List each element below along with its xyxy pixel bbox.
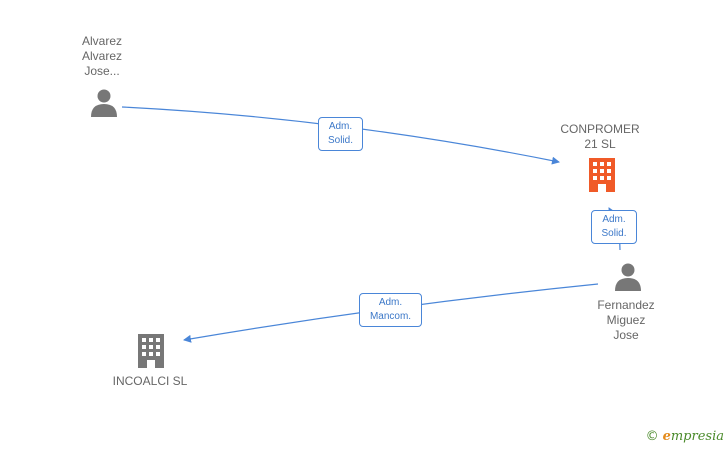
edge-label-line2: Mancom. xyxy=(369,311,412,322)
node-label-incoalci: INCOALCI SL xyxy=(112,374,188,388)
edge-label-line1: Adm. xyxy=(328,121,353,132)
node-label-conpromer: CONPROMER 21 SL xyxy=(560,122,640,151)
brand-name: mpresia xyxy=(670,429,724,444)
brand-initial: e xyxy=(662,429,671,444)
node-label-fernandez: Fernandez Miguez Jose xyxy=(597,298,655,342)
person-icon[interactable] xyxy=(89,88,119,123)
edge-label-line1: Adm. xyxy=(378,297,403,308)
node-label-alvarez: Alvarez Alvarez Jose... xyxy=(81,34,122,78)
copyright-icon: © xyxy=(645,429,659,444)
building-icon[interactable] xyxy=(136,334,166,373)
edge-label-alvarez-conpromer[interactable]: Adm. Solid. xyxy=(318,117,363,151)
edge-label-line2: Solid. xyxy=(601,228,627,239)
edge-label-line1: Adm. xyxy=(602,214,626,225)
edge-label-fernandez-incoalci[interactable]: Adm. Mancom. xyxy=(359,293,422,327)
building-icon-main[interactable] xyxy=(586,158,618,197)
person-icon[interactable] xyxy=(613,262,643,297)
edge-label-line2: Solid. xyxy=(327,135,353,146)
edge-label-fernandez-conpromer[interactable]: Adm. Solid. xyxy=(591,210,637,244)
empresia-logo: ©empresia xyxy=(646,429,724,444)
